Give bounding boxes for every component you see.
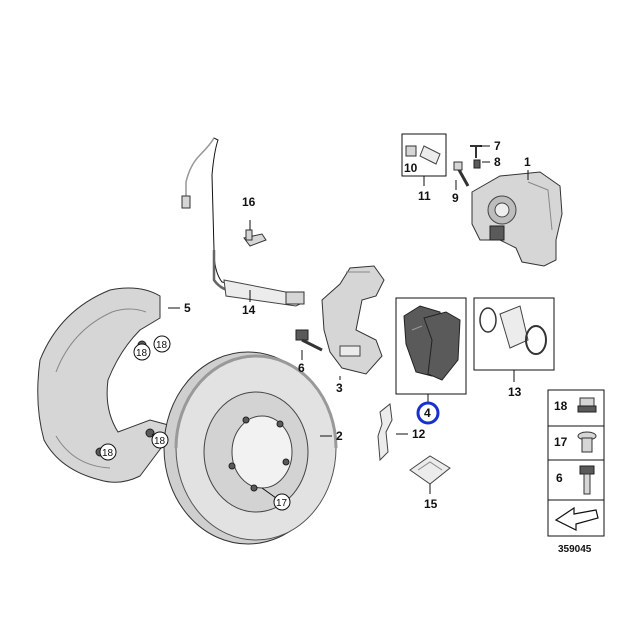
key-nut-icon (577, 397, 597, 413)
guide-sleeve-kit[interactable] (405, 145, 441, 165)
bleed-valve-screw[interactable] (470, 145, 482, 158)
label-part-5[interactable]: 5 (184, 301, 191, 315)
callout-18-shield-c[interactable]: 18 (151, 431, 169, 449)
diagram-number: 359045 (558, 544, 592, 555)
brake-pad-set[interactable] (403, 305, 461, 381)
brake-pad-retaining-spring[interactable] (377, 403, 393, 462)
label-part-11[interactable]: 11 (418, 189, 431, 203)
label-part-9[interactable]: 9 (452, 191, 459, 205)
guide-bolt[interactable] (453, 161, 470, 187)
key-label-6: 6 (556, 471, 563, 485)
key-hex-bolt-icon (579, 465, 595, 495)
callout-18-shield-d[interactable]: 18 (99, 443, 117, 461)
brake-disc[interactable] (163, 351, 338, 545)
label-part-8[interactable]: 8 (494, 155, 501, 169)
caliper-repair-kit[interactable] (479, 305, 547, 355)
arrow-icon (554, 506, 599, 531)
label-part-6[interactable]: 6 (298, 361, 305, 375)
brake-caliper[interactable] (471, 171, 563, 267)
svg-text:18: 18 (156, 340, 168, 351)
label-part-3[interactable]: 3 (336, 381, 343, 395)
key-washer-bolt-icon (577, 431, 597, 453)
label-part-7[interactable]: 7 (494, 139, 501, 153)
label-part-10[interactable]: 10 (404, 161, 418, 175)
svg-text:4: 4 (424, 406, 431, 420)
callout-18-shield-a[interactable]: 18 (133, 343, 151, 361)
label-part-12[interactable]: 12 (412, 427, 426, 441)
label-part-2[interactable]: 2 (336, 429, 343, 443)
label-part-14[interactable]: 14 (242, 303, 256, 317)
hose-bracket[interactable] (243, 229, 267, 247)
label-part-15[interactable]: 15 (424, 497, 438, 511)
key-label-17: 17 (554, 435, 568, 449)
grease-packet[interactable] (409, 455, 451, 485)
callout-17-disc[interactable]: 17 (273, 493, 291, 511)
dust-cap[interactable] (473, 159, 481, 169)
svg-text:17: 17 (276, 498, 288, 509)
hex-bolt[interactable] (295, 329, 323, 352)
caliper-carrier[interactable] (321, 265, 385, 375)
callout-18-shield-b[interactable]: 18 (153, 335, 171, 353)
brake-hose-assembly[interactable] (181, 137, 305, 307)
key-label-18: 18 (554, 399, 568, 413)
svg-text:18: 18 (102, 448, 114, 459)
label-part-4-highlighted[interactable]: 4 (416, 401, 440, 425)
label-part-1[interactable]: 1 (524, 155, 531, 169)
svg-text:18: 18 (136, 348, 148, 359)
label-part-16[interactable]: 16 (242, 195, 256, 209)
svg-text:18: 18 (154, 436, 166, 447)
label-part-13[interactable]: 13 (508, 385, 522, 399)
